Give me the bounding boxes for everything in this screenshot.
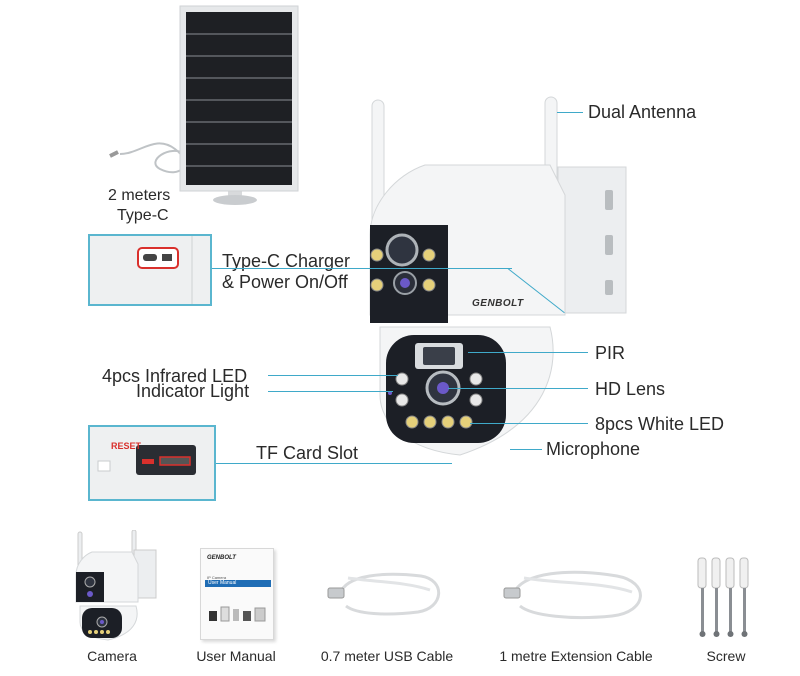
accessory-extension-cable-image [503,570,642,619]
accessory-screw-image [697,557,749,637]
hd-lens-label: HD Lens [595,379,666,399]
charger-label-line2: & Power On/Off [222,272,348,292]
accessory-camera-label: Camera [87,648,137,664]
white-led-label: 8pcs White LED [595,414,725,434]
pir-leader [468,352,588,353]
tf-card-leader [216,463,452,464]
reset-label: RESET [111,441,142,451]
charger-port-inset [88,234,212,306]
indicator-light-leader [268,391,393,392]
tf-card-slot-inset [88,425,216,501]
accessory-usb-cable-label: 0.7 meter USB Cable [320,648,454,664]
charger-leader [212,268,512,269]
accessory-user-manual-image: GENBOLT IP Camera User Manual [200,548,274,640]
dual-antenna-leader [557,112,583,113]
infrared-led-label: 4pcs Infrared LED [102,366,248,386]
solar-panel [109,5,299,205]
dual-antenna-label: Dual Antenna [588,102,697,122]
manual-subtitle: IP Camera [207,575,227,580]
white-led-leader [470,423,588,424]
tf-card-slot-label: TF Card Slot [256,443,359,463]
indicator-light-label: Indicator Light [136,381,250,401]
accessory-user-manual-label: User Manual [196,648,276,664]
camera-brand-logo: GENBOLT [472,298,524,309]
infrared-led-leader [268,375,398,376]
charger-label-line1: Type-C Charger [222,251,351,271]
solar-cable-type-label: Type-C [117,207,169,224]
accessory-usb-cable-image [327,572,441,616]
accessory-extension-cable-label: 1 metre Extension Cable [499,648,653,664]
manual-title: User Manual [205,580,271,587]
microphone-leader [510,449,542,450]
pir-label: PIR [595,343,626,363]
accessory-camera-image [75,530,157,641]
manual-brand: GENBOLT [207,555,236,561]
microphone-label: Microphone [546,439,641,459]
hd-lens-leader [448,388,588,389]
solar-cable-length-label: 2 meters [108,187,171,204]
accessory-screw-label: Screw [706,648,746,664]
main-camera [369,96,627,456]
